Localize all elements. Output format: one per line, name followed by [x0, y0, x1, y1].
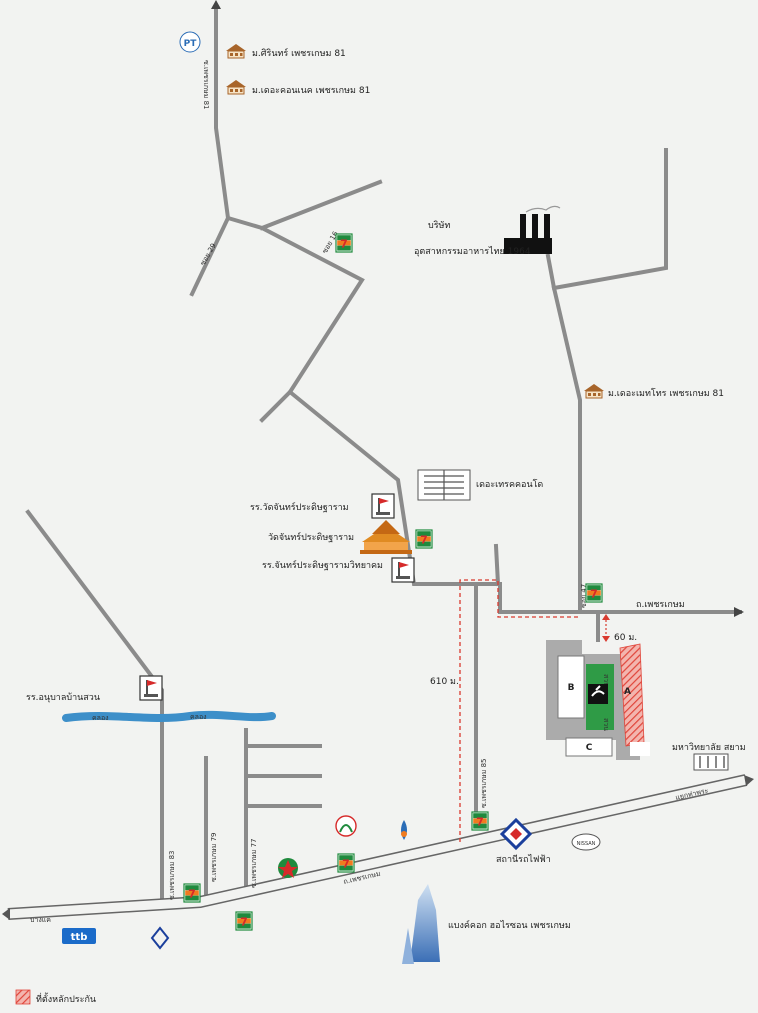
- school-flag-icon: [391, 557, 415, 583]
- wat-chan-label: วัดจันทร์ประดิษฐาราม: [268, 531, 354, 543]
- swimming-pool-icon: [591, 685, 605, 697]
- bangkok-bank-icon: [150, 926, 170, 950]
- road-label-soi47: ซอย 47: [580, 584, 588, 608]
- road-label-soi-b: ซ.เพชรเกษม 83: [168, 851, 176, 901]
- east-arrow-icon: [734, 607, 744, 617]
- hospital-label: แบงค์คอก ฮอไรซอน เพชรเกษม: [448, 919, 571, 931]
- seven-eleven-icon: [471, 811, 489, 831]
- seven-eleven-icon: [235, 911, 253, 931]
- siam-university-label: มหาวิทยาลัย สยาม: [672, 742, 746, 753]
- legend-label: ที่ตั้งหลักประกัน: [36, 992, 96, 1005]
- canal-label: คลอง: [190, 713, 207, 721]
- university-building-icon: [693, 753, 729, 771]
- block-b-label: B: [568, 683, 575, 693]
- road-label-soi-d: ซ.เพชรเกษม 77: [250, 839, 258, 889]
- school-chan-wittayakhom-label: รร.จันทร์ประดิษฐารามวิทยาคม: [262, 559, 383, 571]
- bts-station-label: สถานีรถไฟฟ้า: [496, 854, 551, 865]
- village-metro-label: ม.เดอะเมทโทร เพชรเกษม 81: [608, 388, 724, 399]
- company-label-line2: อุตสาหกรรมอาหารไทย 1964: [414, 246, 531, 257]
- company-label-line1: บริษัท: [428, 220, 450, 231]
- canal: คลอง คลอง: [62, 710, 276, 722]
- svg-text:ttb: ttb: [71, 932, 88, 943]
- school-flag-icon: [371, 493, 395, 519]
- garden-label: สวน: [602, 674, 610, 687]
- school-flag-icon: [139, 675, 163, 701]
- svg-text:PT: PT: [184, 39, 198, 49]
- village-sirin-label: ม.ศิรินทร์ เพชรเกษม 81: [252, 47, 346, 59]
- ptt-station-icon: [401, 820, 407, 840]
- house-icon: [225, 43, 247, 59]
- road-label-soi-a: ซ.เพชรเกษม 85: [480, 759, 488, 809]
- kasikorn-bank-icon: [335, 815, 357, 837]
- block-a-label: A: [624, 687, 631, 697]
- north-arrow-icon: [211, 0, 221, 9]
- school-wat-chan-label: รร.วัดจันทร์ประดิษฐาราม: [250, 501, 349, 513]
- project-site: B C สวน สวน A: [546, 640, 650, 760]
- school-anuban-label: รร.อนุบาลบ้านสวน: [26, 692, 100, 703]
- garden-label: สวน: [602, 718, 610, 731]
- seven-eleven-icon: [183, 883, 201, 903]
- seven-eleven-icon: [335, 233, 353, 253]
- shell-station-icon: [278, 858, 298, 878]
- seven-eleven-icon: [415, 529, 433, 549]
- distance-60-label: 60 ม.: [614, 633, 637, 643]
- road-label-petchkasem-east: ถ.เพชรเกษม: [636, 600, 685, 610]
- block-c-label: C: [586, 743, 593, 753]
- legend: ที่ตั้งหลักประกัน: [15, 989, 96, 1005]
- hospital-tower-icon: [402, 884, 440, 964]
- ptt-logo-icon: PT: [179, 31, 201, 53]
- canal-label: คลอง: [92, 714, 109, 722]
- road-label-bangkhae: บางแค: [30, 916, 51, 924]
- nissan-logo-icon: NISSAN: [571, 833, 601, 851]
- temple-icon: [360, 520, 412, 554]
- house-icon: [225, 79, 247, 95]
- seven-eleven-icon: [337, 853, 355, 873]
- tmb-bank-icon: ttb: [62, 928, 96, 944]
- bts-station-icon: [499, 817, 533, 851]
- village-connect-label: ม.เดอะคอนเนค เพชรเกษม 81: [252, 86, 370, 96]
- road-label-soi81: ซ.เพชรเกษม 81: [202, 60, 210, 110]
- condo-building-icon: [417, 469, 471, 501]
- seven-eleven-icon: [585, 583, 603, 603]
- petchkasem-main-road: [2, 774, 754, 920]
- factory-icon: [504, 205, 561, 254]
- condo-label: เดอะเทรคคอนโด: [476, 479, 543, 490]
- svg-text:NISSAN: NISSAN: [577, 841, 596, 847]
- road-label-soi-c: ซ.เพชรเกษม 79: [210, 833, 218, 883]
- house-icon: [583, 383, 605, 399]
- road-network: [25, 6, 742, 908]
- distance-610-label: 610 ม.: [430, 677, 459, 687]
- route-distance-line: [459, 579, 610, 842]
